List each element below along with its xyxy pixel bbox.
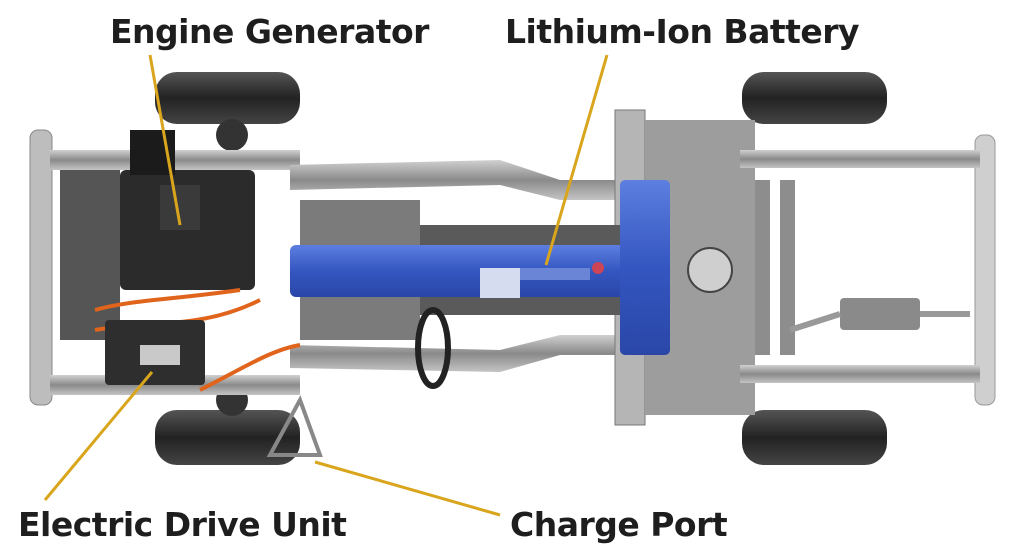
front-bumper xyxy=(29,129,53,406)
rear-bumper xyxy=(974,134,996,406)
engine-generator xyxy=(60,130,301,392)
charge-port-label: Charge Port xyxy=(510,505,728,544)
leader-lines xyxy=(43,54,609,517)
electric-drive-unit xyxy=(105,320,205,385)
charge-port-leader-line xyxy=(314,460,501,517)
fuel-tank xyxy=(687,247,733,293)
lithium-ion-battery xyxy=(290,180,670,355)
drive-unit-label: Electric Drive Unit xyxy=(18,505,347,544)
battery-leader-line xyxy=(544,54,609,266)
engine-generator-label: Engine Generator xyxy=(110,12,429,51)
battery-label: Lithium-Ion Battery xyxy=(505,12,860,51)
drive-unit-leader-line xyxy=(43,371,154,501)
steering-wheel xyxy=(415,307,451,389)
charge-port xyxy=(266,395,323,457)
exhaust xyxy=(789,298,970,333)
frame xyxy=(50,109,980,426)
engine-leader-line xyxy=(148,54,182,226)
wheels xyxy=(155,72,887,465)
